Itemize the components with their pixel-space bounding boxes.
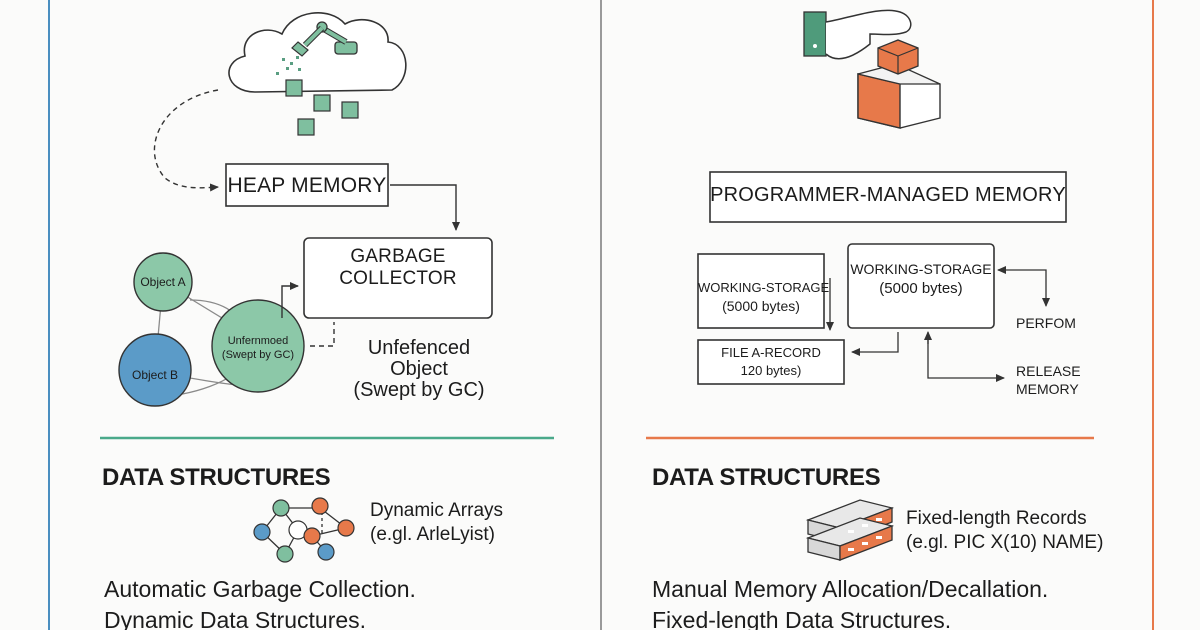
graph-network-icon [253,497,355,563]
heap-memory-label: HEAP MEMORY [227,174,387,197]
node-unref-label-1: Unfernmoed [227,335,289,347]
file-record-box [697,339,845,385]
left-ds-line1: Dynamic Arrays [370,500,504,521]
ws-left-line1: WORKING-STORAGE [698,280,830,295]
working-storage-left-box [697,253,825,329]
gc-label-line1: GARBAGE [350,246,446,267]
node-unreferenced [211,299,305,393]
right-frame-line [1152,0,1154,630]
left-section-title: DATA STRUCTURES [102,464,331,491]
right-summary-2: Fixed-length Data Structures. [652,607,952,630]
left-frame-line [48,0,50,630]
right-section-title: DATA STRUCTURES [652,464,881,491]
ws-right-line2: (5000 bytes) [879,280,963,297]
arrow-node-to-gc [281,282,299,318]
right-summary-1: Manual Memory Allocation/Decallation. [652,576,1049,602]
node-unref-label-2: (Swept by GC) [221,349,295,361]
right-ds-line2: (e.gl. PIC X(10) NAME) [906,532,1104,553]
left-ds-line2: (e.gl. ArleLyist) [370,524,495,545]
node-object-a [133,252,193,312]
programmer-memory-label: PROGRAMMER-MANAGED MEMORY [710,184,1066,206]
left-summary-2: Dynamic Data Structures. [104,607,367,630]
perform-label: PERFOM [1016,315,1076,331]
ws-right-line1: WORKING-STORAGE [850,261,992,277]
heap-memory-box [225,163,389,207]
dashed-link-node-gc [310,322,335,347]
hand-stacking-boxes-icon [803,9,941,129]
left-summary-1: Automatic Garbage Collection. [104,576,416,602]
garbage-collector-box [303,237,493,319]
right-ds-line1: Fixed-length Records [906,508,1087,529]
node-b-label: Object B [131,368,179,382]
center-divider-line [600,0,602,630]
ws-left-line2: (5000 bytes) [722,298,800,314]
programmer-memory-box [709,171,1067,223]
node-object-b [118,333,192,407]
file-record-line1: FILE A-RECORD [721,345,821,360]
unref-note-2: Object [390,358,448,380]
unref-note-1: Unfefenced [367,337,471,359]
cloud-robot-arm-icon [228,12,407,136]
dashed-arrow-cloud-heap [153,89,219,192]
node-a-label: Object A [140,275,186,289]
arrow-heap-to-gc [390,184,460,231]
working-storage-right-box [847,243,995,329]
release-label-2: MEMORY [1016,381,1079,397]
file-record-line2: 120 bytes) [740,363,802,378]
unref-note-3: (Swept by GC) [353,379,485,401]
gc-label-line2: COLLECTOR [339,268,457,289]
server-rack-icon [805,499,895,561]
release-label-1: RELEASE [1016,363,1081,379]
